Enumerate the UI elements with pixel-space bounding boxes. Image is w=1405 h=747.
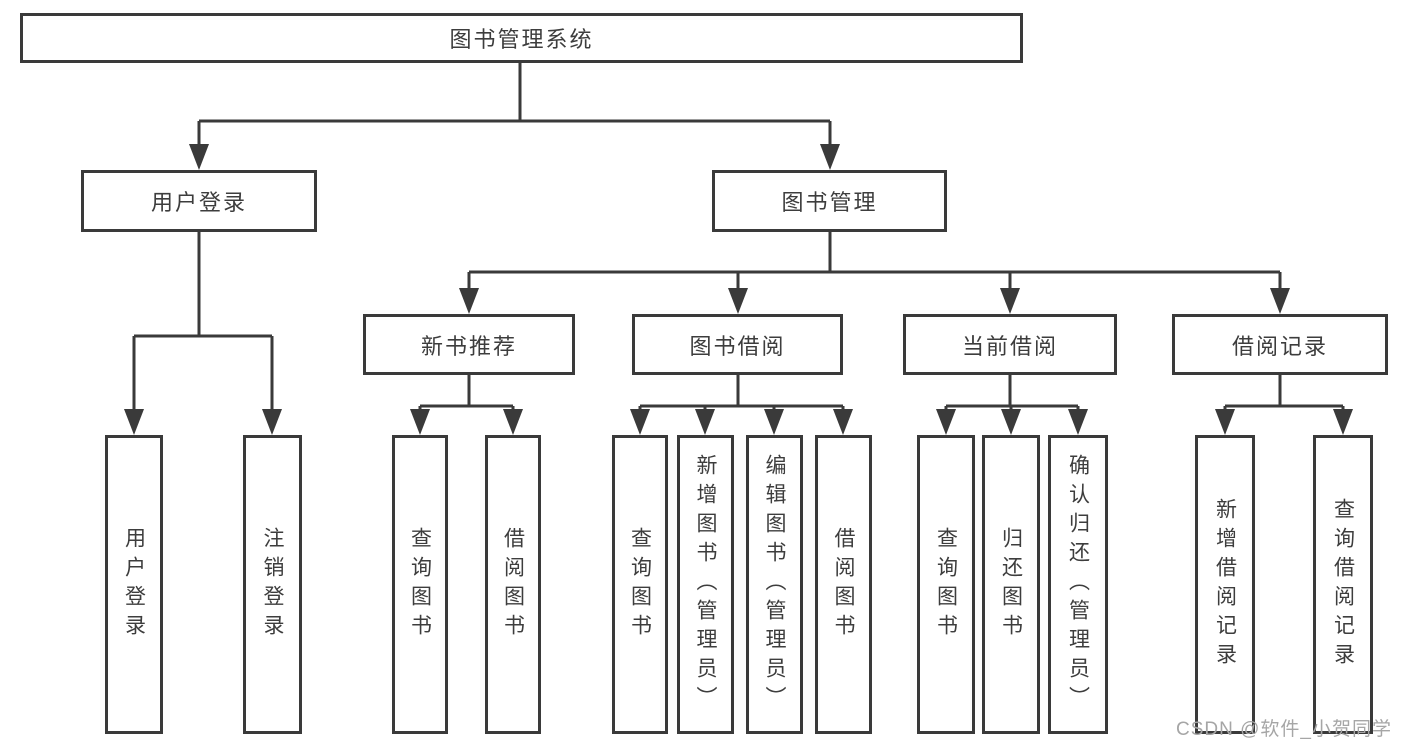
leaf-borrow-books-recommend: 借阅图书 bbox=[485, 435, 541, 734]
watermark: CSDN @软件_小贺同学 bbox=[1176, 719, 1392, 740]
node-new-book-recommend: 新书推荐 bbox=[363, 314, 575, 375]
node-current-borrow-label: 当前借阅 bbox=[961, 333, 1058, 359]
leaf-query-borrow-record: 查询借阅记录 bbox=[1313, 435, 1373, 734]
leaf-add-borrow-record-label: 新增借阅记录 bbox=[1213, 497, 1237, 672]
node-book-borrow-label: 图书借阅 bbox=[689, 333, 786, 359]
node-borrow-records: 借阅记录 bbox=[1172, 314, 1388, 375]
leaf-logout: 注销登录 bbox=[243, 435, 302, 734]
leaf-query-books-borrow-label: 查询图书 bbox=[628, 526, 652, 643]
leaf-borrow-books-recommend-label: 借阅图书 bbox=[501, 526, 525, 643]
node-library-system: 图书管理系统 bbox=[20, 13, 1023, 63]
leaf-add-book-admin: 新增图书（管理员） bbox=[677, 435, 734, 734]
leaf-logout-label: 注销登录 bbox=[261, 526, 284, 643]
node-book-management-label: 图书管理 bbox=[781, 190, 878, 215]
leaf-query-books-current: 查询图书 bbox=[917, 435, 975, 734]
node-book-borrow: 图书借阅 bbox=[632, 314, 843, 375]
leaf-add-borrow-record: 新增借阅记录 bbox=[1195, 435, 1255, 734]
node-library-system-label: 图书管理系统 bbox=[449, 27, 594, 52]
node-current-borrow: 当前借阅 bbox=[903, 314, 1117, 375]
leaf-query-books-recommend-label: 查询图书 bbox=[408, 526, 432, 643]
leaf-edit-book-admin-label: 编辑图书（管理员） bbox=[763, 454, 786, 715]
node-book-management: 图书管理 bbox=[712, 170, 947, 232]
leaf-borrow-books-2-label: 借阅图书 bbox=[832, 526, 855, 643]
node-new-book-recommend-label: 新书推荐 bbox=[420, 333, 517, 359]
leaf-edit-book-admin: 编辑图书（管理员） bbox=[746, 435, 803, 734]
leaf-query-borrow-record-label: 查询借阅记录 bbox=[1331, 497, 1355, 672]
leaf-return-books: 归还图书 bbox=[982, 435, 1040, 734]
leaf-query-books-recommend: 查询图书 bbox=[392, 435, 448, 734]
node-borrow-records-label: 借阅记录 bbox=[1231, 333, 1328, 359]
node-user-login-label: 用户登录 bbox=[150, 190, 247, 215]
leaf-query-books-current-label: 查询图书 bbox=[934, 526, 958, 643]
node-user-login: 用户登录 bbox=[81, 170, 317, 232]
leaf-user-login-label: 用户登录 bbox=[122, 526, 146, 643]
leaf-confirm-return-admin-label: 确认归还（管理员） bbox=[1066, 454, 1090, 715]
leaf-add-book-admin-label: 新增图书（管理员） bbox=[694, 454, 717, 715]
leaf-borrow-books-2: 借阅图书 bbox=[815, 435, 872, 734]
leaf-query-books-borrow: 查询图书 bbox=[612, 435, 668, 734]
leaf-user-login: 用户登录 bbox=[105, 435, 163, 734]
leaf-confirm-return-admin: 确认归还（管理员） bbox=[1048, 435, 1108, 734]
leaf-return-books-label: 归还图书 bbox=[999, 526, 1023, 643]
